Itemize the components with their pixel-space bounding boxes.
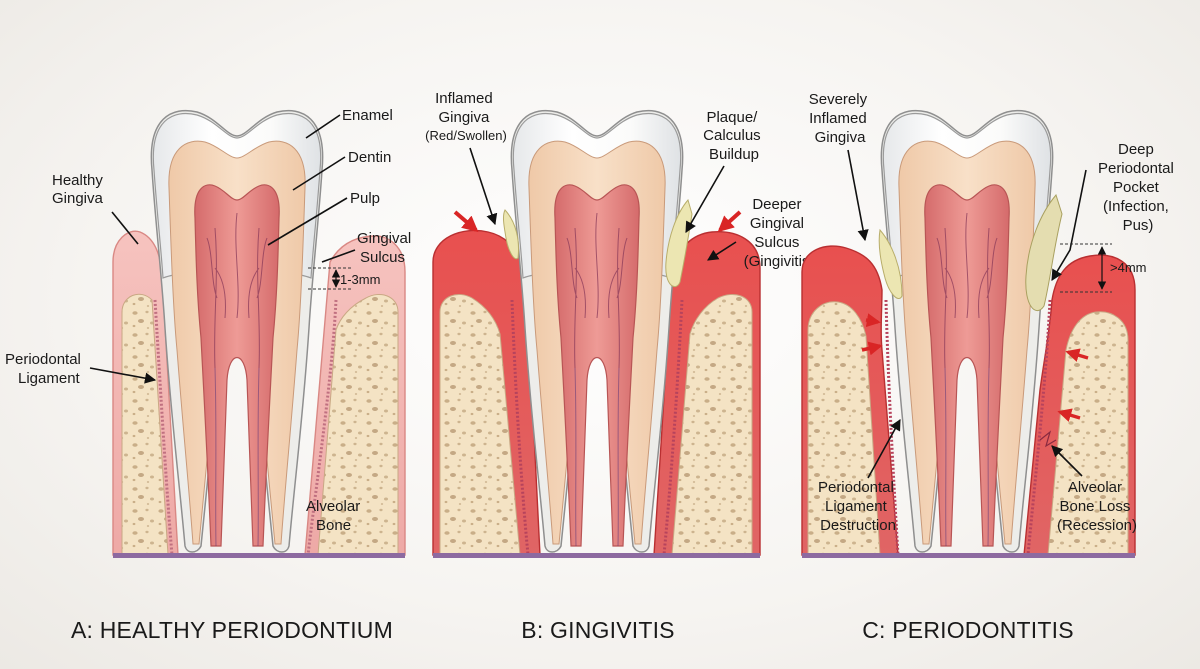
label-gingival-sulcus: Gingival Sulcus xyxy=(357,230,415,266)
bone-left-a xyxy=(121,293,169,556)
label-ligament-destruction: Periodontal Ligament Destruction xyxy=(818,479,898,534)
ligament-a xyxy=(153,299,174,556)
label-sulcus-depth: 1-3mm xyxy=(340,272,380,287)
plaque-left-b xyxy=(502,209,519,260)
label-periodontal-ligament: Periodontal Ligament xyxy=(5,351,85,387)
label-bone-loss: Alveolar Bone Loss (Recession) xyxy=(1057,479,1137,534)
label-healthy-gingiva: Healthy Gingiva xyxy=(52,172,107,207)
label-plaque-calculus: Plaque/ Calculus Buildup xyxy=(703,109,765,163)
svg-text:Dentin: Dentin xyxy=(348,149,391,166)
panel-healthy: Enamel Dentin Pulp Healthy Gingiva Gingi… xyxy=(5,107,415,643)
panel-title-c: C: PERIODONTITIS xyxy=(862,617,1074,643)
label-severely-inflamed: Severely Inflamed Gingiva xyxy=(809,91,872,146)
label-dentin: Dentin xyxy=(348,149,391,166)
label-deeper-sulcus: Deeper Gingival Sulcus (Gingivitis) xyxy=(744,196,815,270)
bone-right-b xyxy=(671,294,753,556)
panel-gingivitis: Inflamed Gingiva (Red/Swollen) Plaque/ C… xyxy=(425,90,814,643)
bone-right-a xyxy=(317,294,399,556)
label-deep-pocket: Deep Periodontal Pocket (Infection, Pus) xyxy=(1098,141,1178,234)
label-enamel: Enamel xyxy=(342,107,393,124)
bone-left-c xyxy=(807,301,881,556)
svg-text:1-3mm: 1-3mm xyxy=(340,272,380,287)
label-inflamed-gingiva: Inflamed Gingiva (Red/Swollen) xyxy=(425,90,507,143)
label-alveolar-bone: Alveolar Bone xyxy=(306,498,364,534)
red-arrow-icon xyxy=(453,210,479,233)
bone-left-b xyxy=(439,294,521,556)
panel-title-a: A: HEALTHY PERIODONTIUM xyxy=(71,617,393,643)
panel-periodontitis: Severely Inflamed Gingiva Deep Periodont… xyxy=(801,91,1178,643)
label-pulp: Pulp xyxy=(350,190,380,207)
panel-title-b: B: GINGIVITIS xyxy=(521,617,674,643)
label-pocket-depth: >4mm xyxy=(1110,260,1146,275)
svg-text:Enamel: Enamel xyxy=(342,107,393,124)
plaque-right-c xyxy=(1025,193,1063,312)
tooth-a xyxy=(150,109,324,553)
plaque-left-c xyxy=(878,228,903,299)
red-arrow-icon xyxy=(717,210,742,233)
svg-text:>4mm: >4mm xyxy=(1110,260,1146,275)
tooth-c xyxy=(880,109,1054,553)
svg-text:Pulp: Pulp xyxy=(350,190,380,207)
red-arrow-icon xyxy=(861,341,883,356)
red-arrow-icon xyxy=(1057,408,1081,422)
red-arrow-icon xyxy=(1065,348,1089,362)
bone-right-c xyxy=(1047,311,1129,556)
red-arrow-icon xyxy=(865,313,881,328)
